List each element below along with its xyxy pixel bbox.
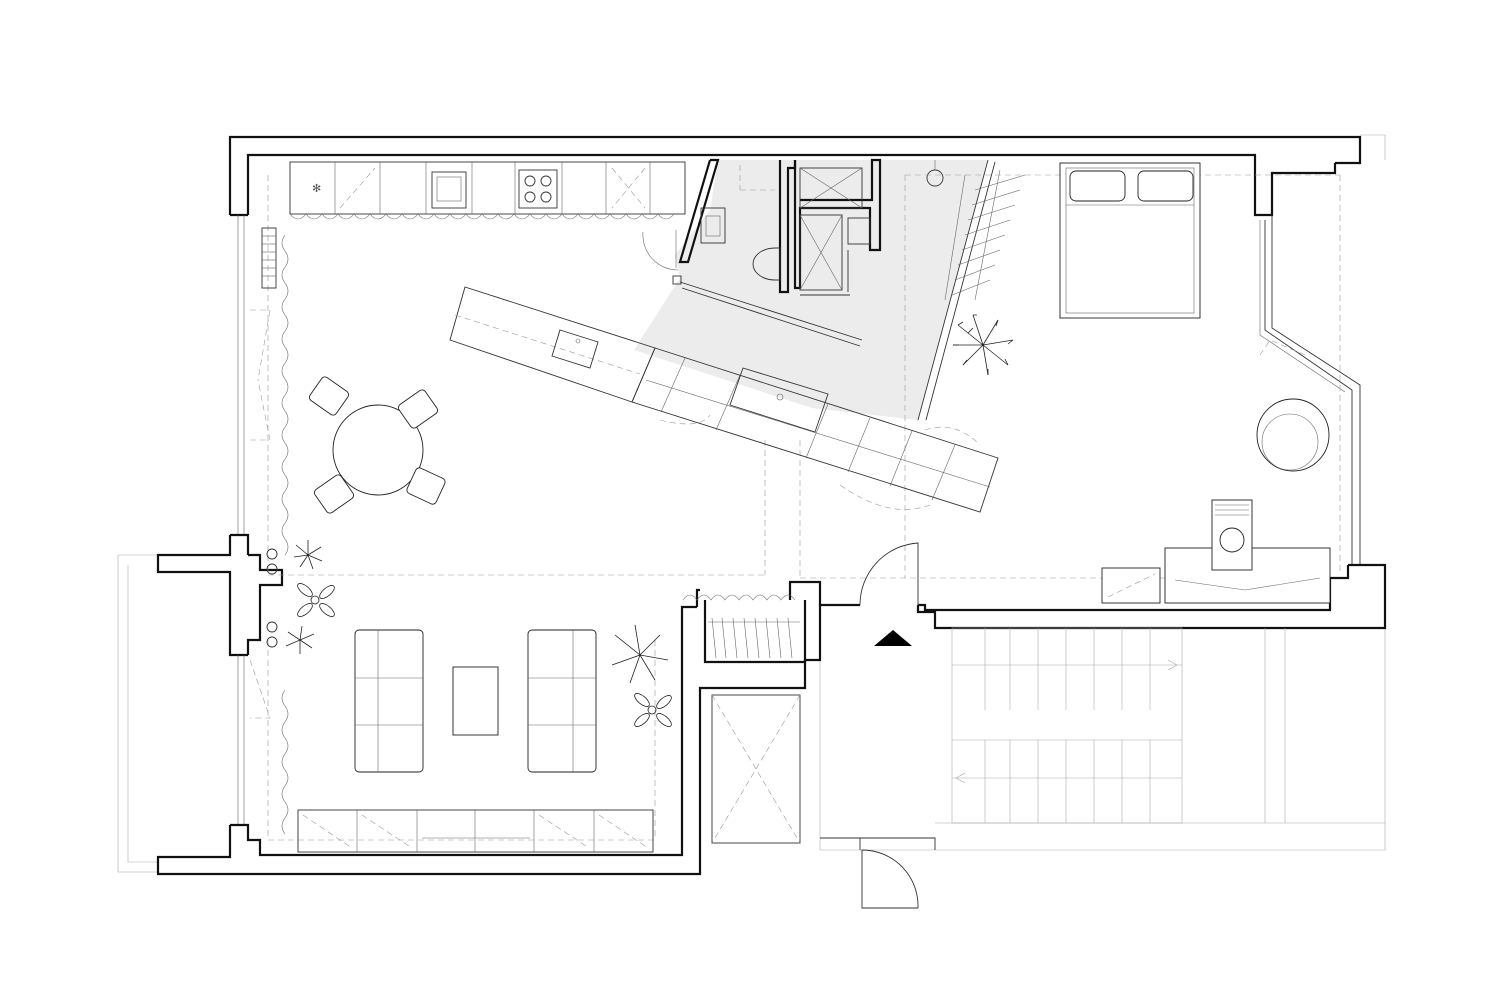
staircase xyxy=(935,627,1385,824)
bedroom xyxy=(1059,162,1331,604)
plants xyxy=(266,314,1014,727)
exterior-walls xyxy=(156,135,1387,876)
kitchen-island xyxy=(449,169,1026,513)
curtains xyxy=(249,227,289,835)
entrance xyxy=(859,542,919,909)
living-room xyxy=(297,629,654,853)
kitchen-counter: ✻ xyxy=(289,161,686,220)
dining-set xyxy=(308,376,446,514)
storage xyxy=(682,594,801,844)
entrance-arrow xyxy=(874,630,912,646)
svg-text:✻: ✻ xyxy=(312,182,321,195)
